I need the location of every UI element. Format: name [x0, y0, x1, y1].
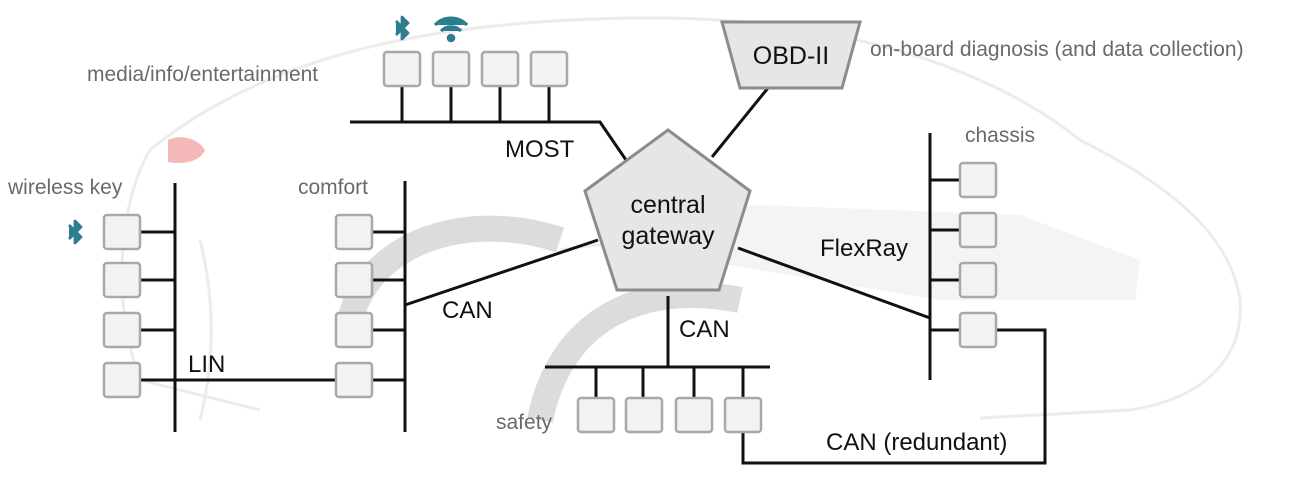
can-comfort-label: CAN [442, 297, 493, 324]
most-bus-label: MOST [505, 136, 575, 163]
taillight [168, 137, 205, 164]
can-comfort-link-line [404, 238, 599, 307]
chassis-ecu-1 [958, 161, 998, 199]
comfort-group-label: comfort [298, 176, 368, 199]
safety-group-label: safety [496, 411, 553, 434]
central-gateway-node: central gateway [583, 128, 752, 292]
obd-link-line [710, 87, 770, 158]
ecu-boxes [102, 50, 998, 434]
comfort-ecu-1 [334, 213, 374, 251]
lin-bus-label: LIN [188, 351, 225, 378]
key-ecu-1 [102, 213, 142, 251]
media-ecu-4 [529, 50, 569, 88]
media-group-label: media/info/entertainment [87, 63, 318, 86]
flexray-link-line [737, 246, 931, 320]
media-ecu-2 [431, 50, 471, 88]
key-ecu-3 [102, 311, 142, 349]
media-ecu-1 [382, 50, 422, 88]
safety-ecu-4 [723, 396, 763, 434]
gateway-label-line1: central [630, 191, 705, 219]
bluetooth-icon [395, 15, 410, 41]
safety-ecu-1 [576, 396, 616, 434]
key-ecu-2 [102, 261, 142, 299]
can-safety-label: CAN [679, 316, 730, 343]
obd-node: OBD-II [720, 20, 862, 90]
wifi-icon [433, 16, 469, 43]
safety-ecu-3 [674, 396, 714, 434]
can-redundant-label: CAN (redundant) [826, 429, 1007, 456]
obd-label: OBD-II [753, 42, 829, 70]
comfort-ecu-2 [334, 261, 374, 299]
flexray-label: FlexRay [820, 235, 908, 262]
most-bus-line [350, 120, 628, 161]
gateway-label-line2: gateway [621, 222, 715, 250]
bus-lines [140, 84, 1047, 465]
wireless-key-group-label: wireless key [7, 176, 123, 199]
bluetooth-icon [68, 219, 83, 245]
chassis-group-label: chassis [965, 124, 1035, 147]
key-ecu-4 [102, 361, 142, 399]
safety-ecu-2 [624, 396, 664, 434]
obd-description-label: on-board diagnosis (and data collection) [870, 38, 1244, 61]
comfort-ecu-4 [334, 361, 374, 399]
chassis-ecu-4 [958, 311, 998, 349]
chassis-ecu-2 [958, 211, 998, 249]
chassis-ecu-3 [958, 261, 998, 299]
comfort-ecu-3 [334, 311, 374, 349]
can-redundant-line [741, 328, 1047, 465]
media-ecu-3 [480, 50, 520, 88]
